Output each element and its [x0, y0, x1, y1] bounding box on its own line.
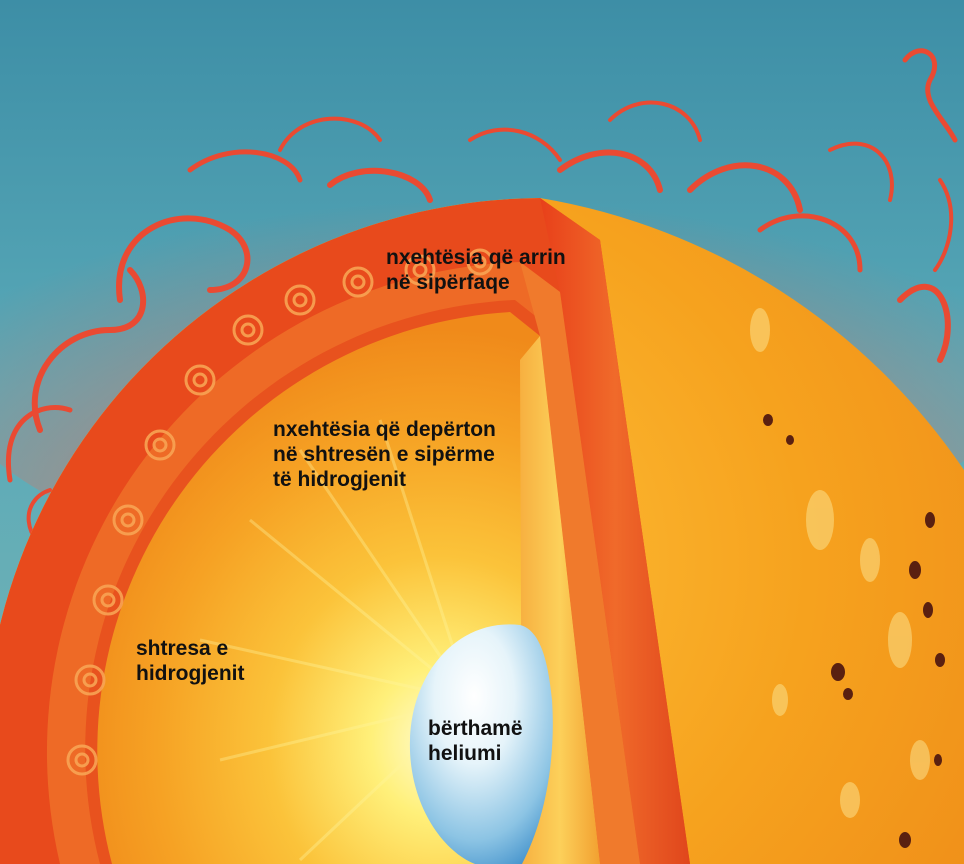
- surface-heat-label: nxehtësia që arrin në sipërfaqe: [386, 245, 566, 295]
- penetrating-heat-line-2: në shtresën e sipërme: [273, 442, 496, 467]
- helium-core-label: bërthamë heliumi: [428, 716, 523, 766]
- helium-core-line-1: bërthamë: [428, 716, 523, 741]
- penetrating-heat-line-3: të hidrogjenit: [273, 467, 496, 492]
- hydrogen-layer-label: shtresa e hidrogjenit: [136, 636, 245, 686]
- penetrating-heat-line-1: nxehtësia që depërton: [273, 417, 496, 442]
- hydrogen-layer-line-2: hidrogjenit: [136, 661, 245, 686]
- helium-core-line-2: heliumi: [428, 741, 523, 766]
- hydrogen-layer-line-1: shtresa e: [136, 636, 245, 661]
- surface-heat-line-1: nxehtësia që arrin: [386, 245, 566, 270]
- penetrating-heat-label: nxehtësia që depërton në shtresën e sipë…: [273, 417, 496, 492]
- surface-heat-line-2: në sipërfaqe: [386, 270, 566, 295]
